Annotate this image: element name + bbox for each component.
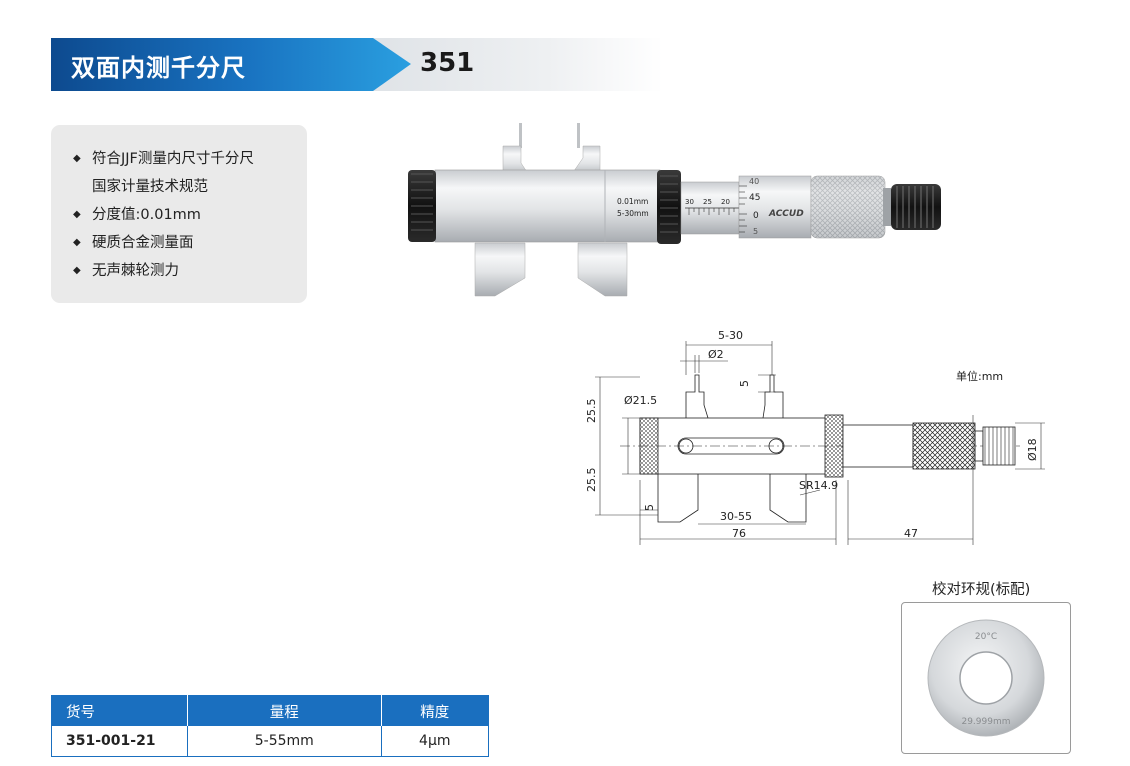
ring-gauge-title: 校对环规(标配)	[932, 582, 1031, 598]
sleeve-tick: 20	[721, 198, 730, 206]
cell-accuracy: 4μm	[419, 733, 451, 749]
dim-upper-half: 25.5	[585, 399, 598, 424]
dim-range-top: 5-30	[718, 329, 743, 342]
feature-item: 符合JJF测量内尺寸千分尺	[73, 145, 307, 173]
banner-gray-band	[371, 38, 663, 91]
model-number: 351	[420, 48, 475, 78]
micrometer-body	[434, 169, 661, 243]
feature-item: 硬质合金测量面	[73, 229, 307, 257]
dim-body-dia: Ø21.5	[624, 394, 657, 407]
dim-thimble-len: 47	[904, 527, 918, 540]
feature-item: 无声棘轮测力	[73, 257, 307, 285]
jaw-tip-right	[577, 123, 580, 148]
dim-range-bottom: 30-55	[720, 510, 752, 523]
ring-gauge-box: 20°C 29.999mm	[901, 602, 1071, 754]
dim-radius: SR14.9	[799, 479, 838, 492]
thimble-tick: 45	[749, 193, 760, 203]
jaw-tip-left	[519, 123, 522, 148]
thimble-tick: 40	[749, 177, 759, 186]
cell-range: 5-55mm	[187, 726, 382, 757]
feature-item: 分度值:0.01mm	[73, 201, 307, 229]
sleeve-tick: 25	[703, 198, 712, 206]
lock-ring	[657, 170, 681, 244]
dim-body-len: 76	[732, 527, 746, 540]
dim-lower-jaw: 5	[643, 504, 656, 511]
ring-gauge-image: 20°C 29.999mm	[927, 619, 1045, 737]
dim-thimble-dia: Ø18	[1026, 438, 1039, 461]
table-header-row: 货号 量程 精度	[51, 695, 489, 726]
range-label-2: 5-30mm	[617, 209, 649, 218]
feature-item: 国家计量技术规范	[92, 179, 208, 195]
header-accuracy: 精度	[381, 695, 489, 726]
table-row: 351-001-21 5-55mm 4μm	[51, 726, 489, 757]
technical-drawing: 5-30 Ø2 5 Ø21.5 25.5 25.5 SR14.9 5 30-55…	[585, 329, 1045, 545]
ring-size: 29.999mm	[961, 717, 1010, 727]
dim-tip-len: 5	[738, 380, 751, 387]
thimble-tick: 0	[753, 211, 759, 221]
sleeve-tick: 30	[685, 198, 694, 206]
page-title: 双面内测千分尺	[71, 54, 246, 82]
unit-label: 单位:mm	[956, 370, 1004, 383]
range-label-1: 0.01mm	[617, 197, 648, 206]
dim-lower-half: 25.5	[585, 468, 598, 493]
banner-blue-band	[51, 38, 411, 91]
header-range: 量程	[187, 695, 382, 726]
ring-temp: 20°C	[975, 632, 997, 642]
thimble-tick: 5	[753, 227, 758, 236]
product-photo: 0.01mm 5-30mm 30 25 20 40 45 0 5 ACCUD	[408, 123, 941, 297]
spec-table: 货号 量程 精度 351-001-21 5-55mm 4μm	[51, 695, 489, 757]
header-part-no: 货号	[51, 695, 188, 726]
header-banner: 双面内测千分尺 351	[51, 38, 663, 91]
brand-logo: ACCUD	[768, 209, 804, 219]
cell-part-no: 351-001-21	[51, 726, 188, 757]
features-box: 符合JJF测量内尺寸千分尺 国家计量技术规范 分度值:0.01mm 硬质合金测量…	[51, 125, 307, 303]
dim-tip-dia: Ø2	[708, 348, 724, 361]
